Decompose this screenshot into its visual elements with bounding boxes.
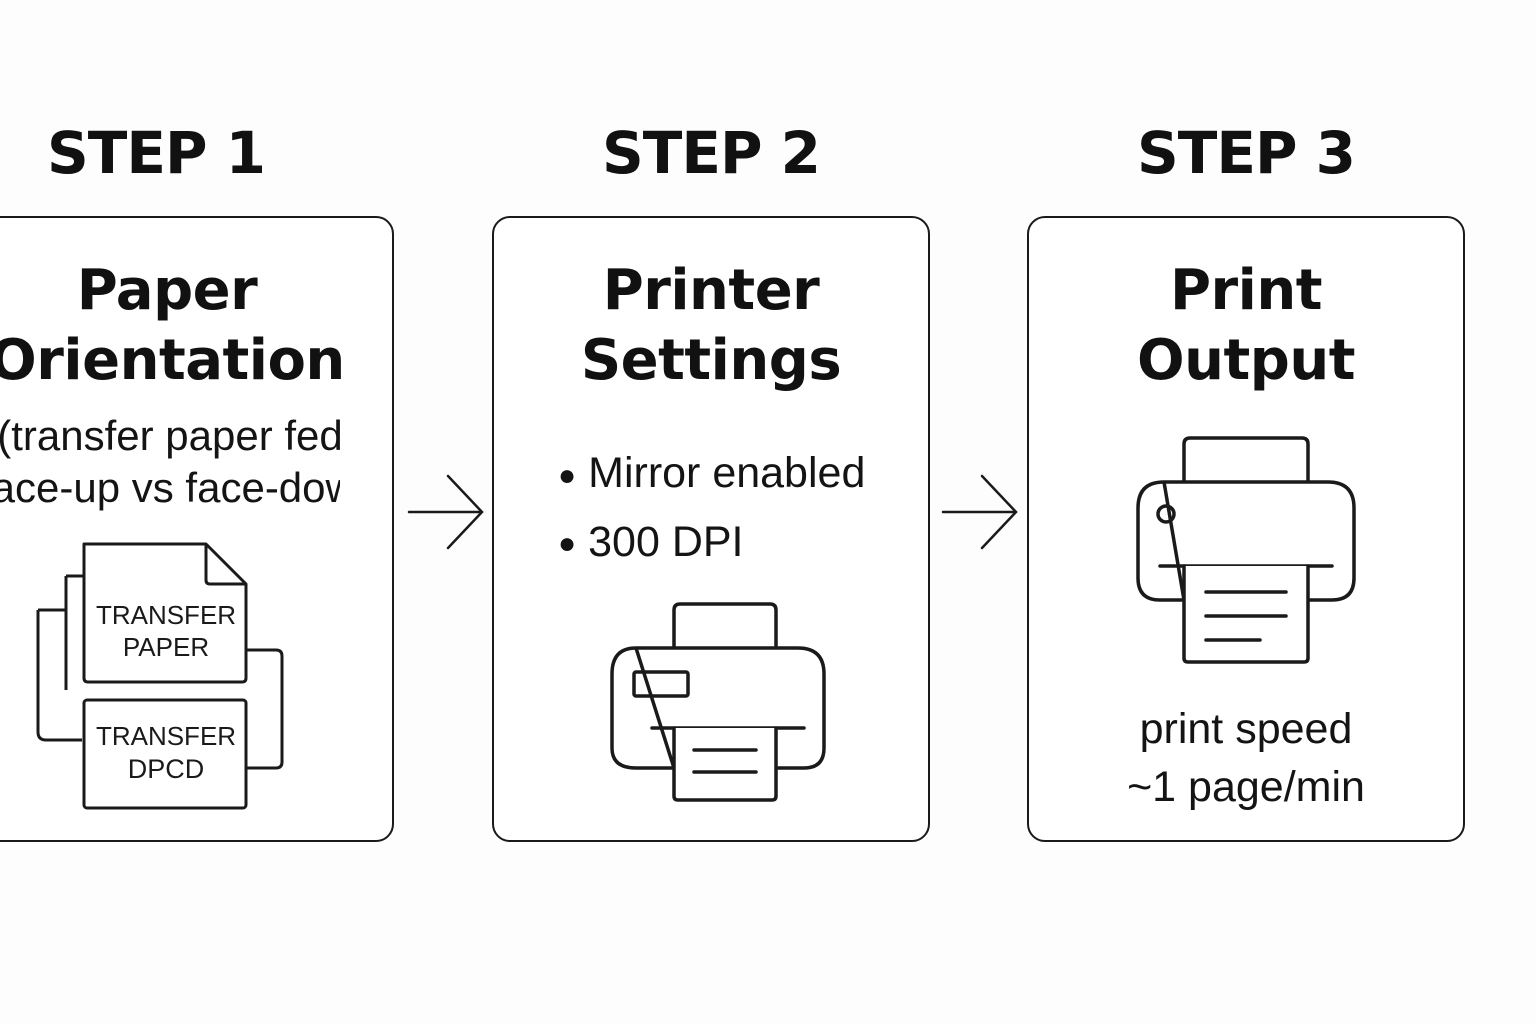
step-3-title-line-2: Output [1137,328,1355,393]
setting-item-label: Mirror enabled [588,449,866,497]
step-3-heading: STEP 3 [1136,119,1356,187]
sheet-front-label-line-2: PAPER [123,632,209,662]
step-1-note: (transfer paper fed face-up vs face-down… [0,410,340,514]
bullet-icon: ● [558,458,577,492]
step-1-note-line-2: face-up vs face-down) [0,464,340,511]
setting-item-dpi: ● 300 DPI [558,509,865,578]
step-1-heading: STEP 1 [46,119,266,187]
bullet-icon: ● [558,527,577,561]
step-2-title-line-1: Printer [602,258,820,323]
step-2-title-line-2: Settings [580,328,842,393]
print-speed-text: print speed ~1 page/min [1027,700,1465,816]
arrow-right-icon [941,474,1018,550]
printer-icon [610,602,826,802]
sheet-front-label-line-1: TRANSFER [96,600,236,630]
sheet-back-label-line-1: TRANSFER [96,721,236,751]
step-2-settings-list: ● Mirror enabled ● 300 DPI [558,440,865,577]
step-2-title: Printer Settings [492,256,930,396]
transfer-paper-stack-icon: TRANSFER PAPER TRANSFER DPCD [36,542,284,810]
step-1-title-line-1: Paper [76,258,258,323]
print-speed-line-1: print speed [1139,705,1353,753]
step-1-title-line-2: Orientation [0,328,345,393]
print-speed-line-2: ~1 page/min [1127,763,1365,811]
printer-output-icon [1136,436,1356,664]
step-1-note-line-1: (transfer paper fed [0,412,340,459]
arrow-right-icon [407,474,484,550]
setting-item-label: 300 DPI [588,517,744,566]
setting-item-mirror: ● Mirror enabled [558,440,865,509]
sheet-back-label-line-2: DPCD [128,754,205,784]
step-2-heading: STEP 2 [601,119,821,187]
step-1-title: Paper Orientation [0,256,364,396]
step-3-title-line-1: Print [1170,258,1323,323]
step-3-title: Print Output [1027,256,1465,396]
